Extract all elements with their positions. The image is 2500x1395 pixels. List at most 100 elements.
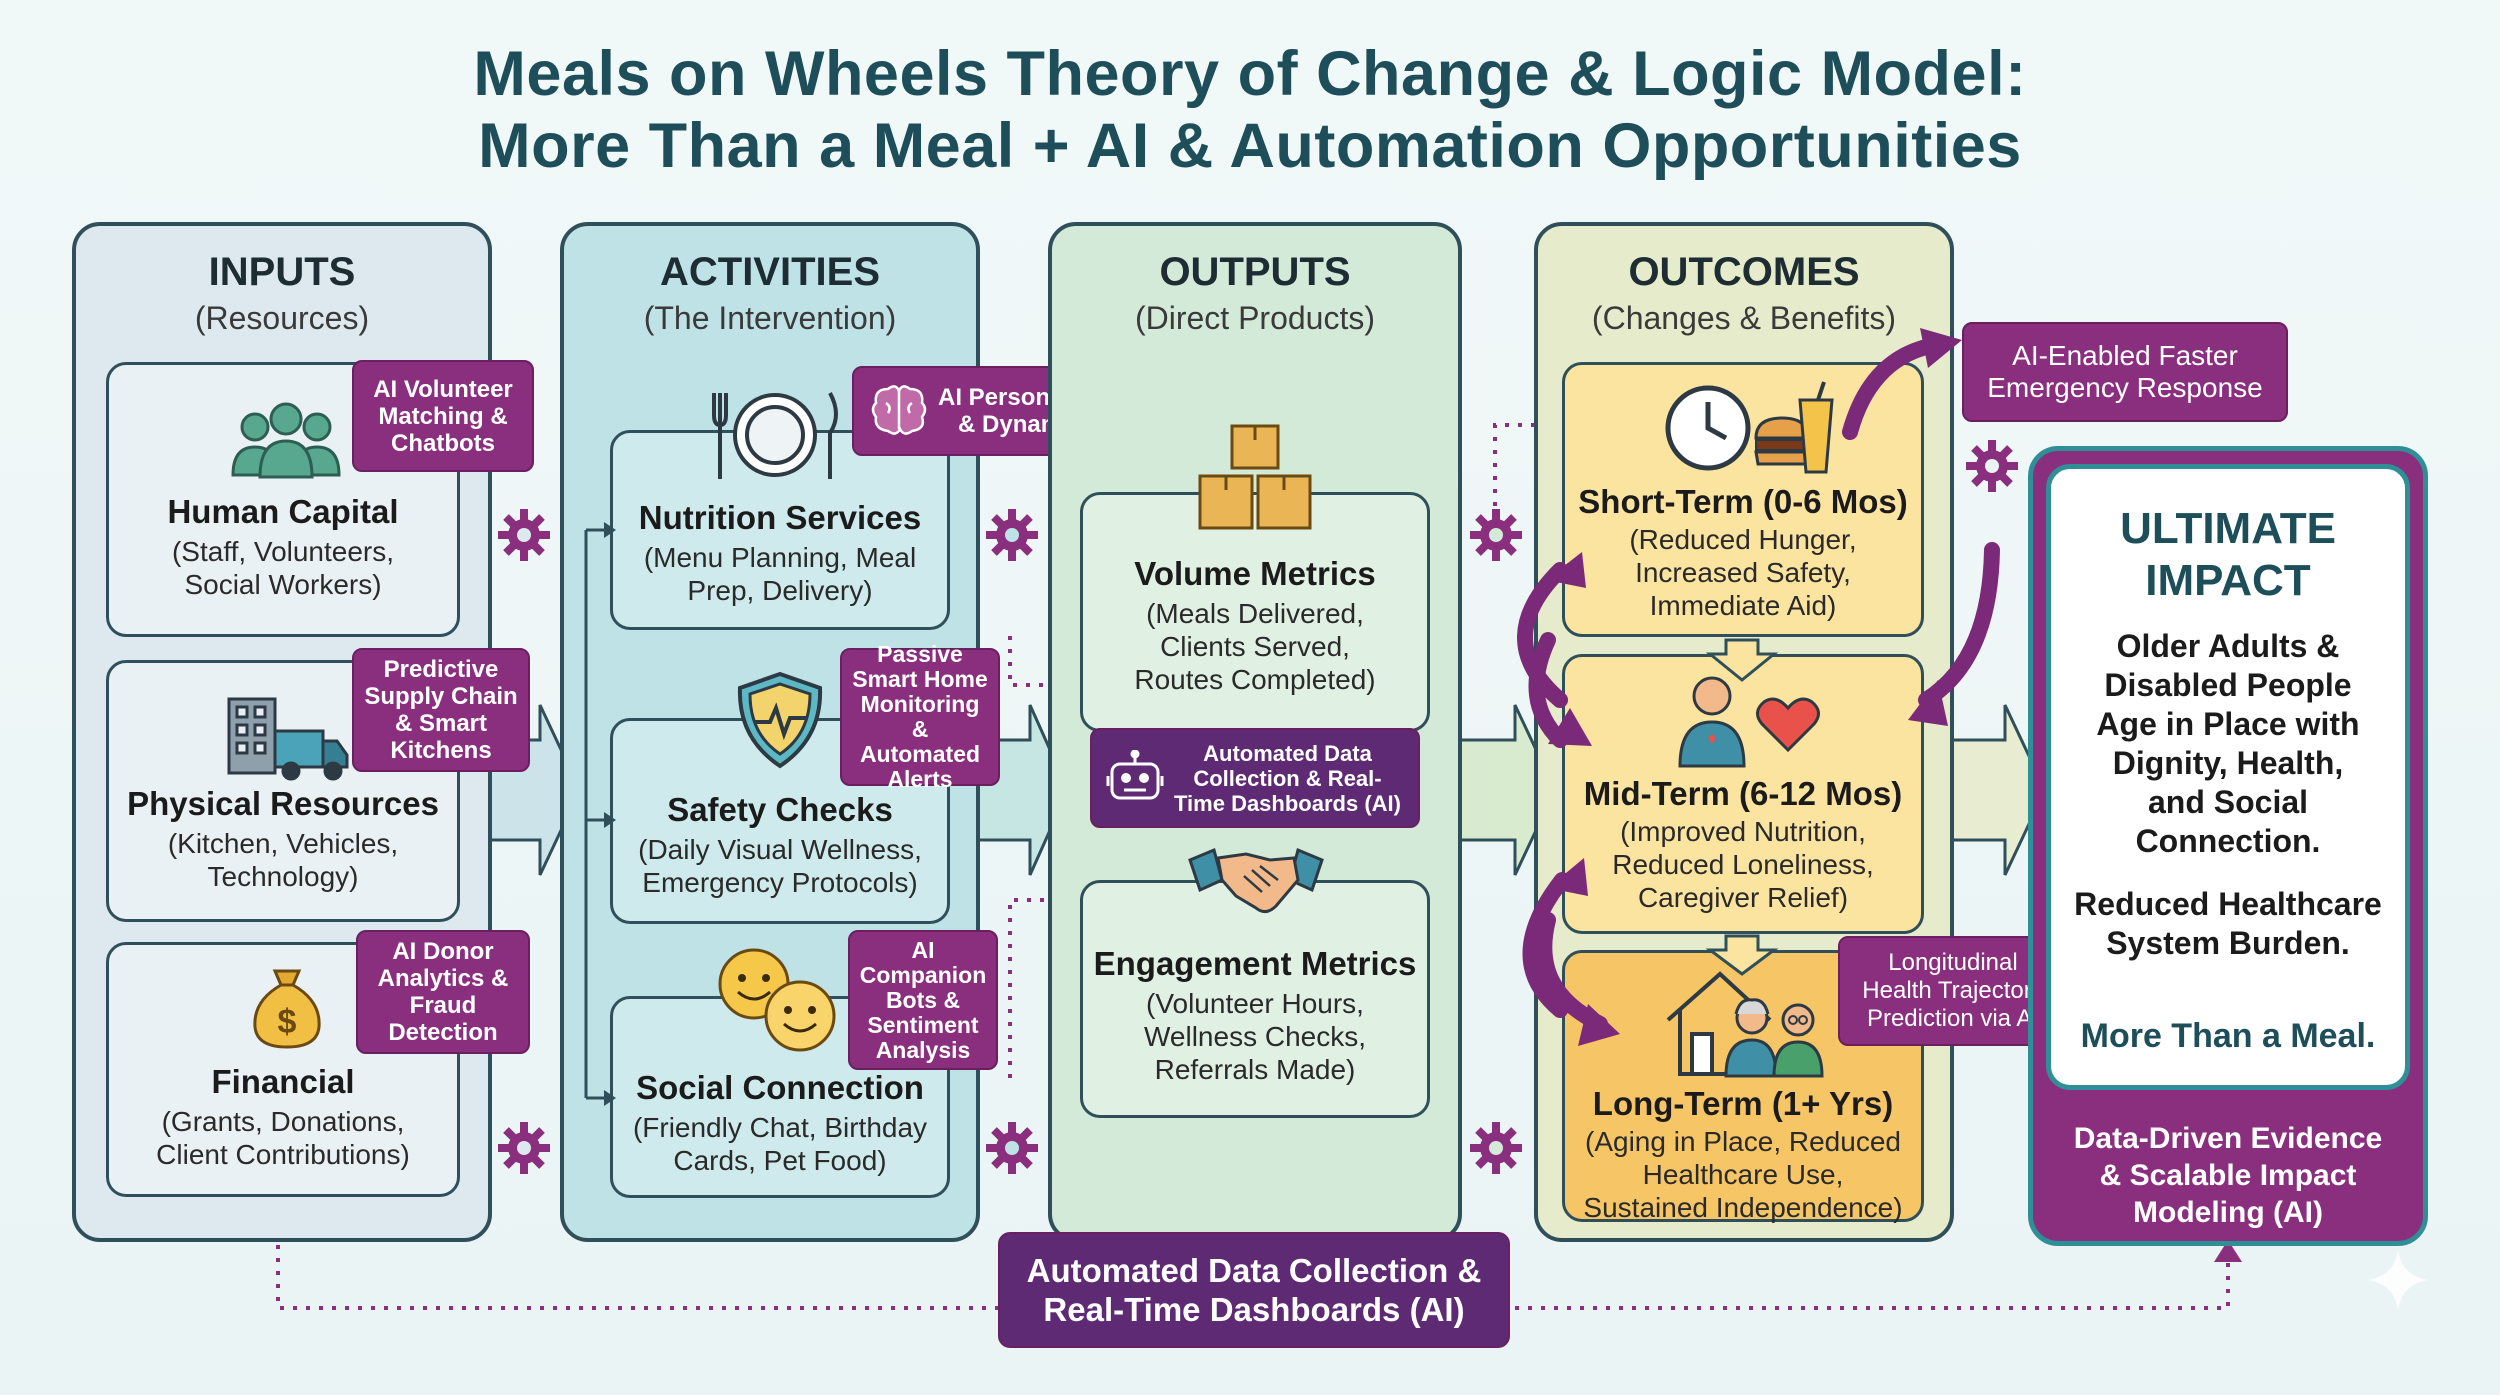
tag-donor-line-4: Detection <box>388 1019 498 1046</box>
short-term-desc-line-1: (Reduced Hunger, <box>1629 524 1857 555</box>
tag-companion-line-1: AI <box>911 936 935 963</box>
bottom-banner-line-2: Real-Time Dashboards (AI) <box>1043 1291 1465 1328</box>
short-term-title: Short-Term (0-6 Mos) <box>1578 483 1908 520</box>
tag-smart-home-line-3: Monitoring & <box>860 691 980 742</box>
social-connection-title: Social Connection <box>636 1069 924 1106</box>
safety-checks-title: Safety Checks <box>667 791 893 828</box>
impact-body-line-2: Disabled People <box>2104 667 2352 703</box>
impact-title: ULTIMATE IMPACT <box>2051 503 2405 607</box>
person-heart-icon <box>1678 676 1820 768</box>
card-engagement-metrics: Engagement Metrics (Volunteer Hours, Wel… <box>1080 880 1430 1118</box>
impact-title-line-2: IMPACT <box>2145 556 2311 605</box>
long-term-desc-line-3: Sustained Independence) <box>1583 1192 1903 1223</box>
outputs-tag-line-1: Automated Data <box>1203 740 1372 766</box>
tag-supply-line-2: Supply Chain <box>364 683 518 710</box>
card-mid-term: Mid-Term (6-12 Mos) (Improved Nutrition,… <box>1562 654 1924 934</box>
engagement-desc-line-1: (Volunteer Hours, <box>1146 988 1364 1019</box>
impact-body-line-1: Older Adults & <box>2116 628 2340 664</box>
tag-donor-line-1: AI Donor <box>392 938 494 965</box>
title-line-2: More Than a Meal + AI & Automation Oppor… <box>478 111 2022 181</box>
building-truck-icon <box>227 697 349 781</box>
mid-term-title: Mid-Term (6-12 Mos) <box>1583 775 1903 812</box>
activities-subtitle: (The Intervention) <box>643 300 897 336</box>
engagement-metrics-desc: (Volunteer Hours, Wellness Checks, Refer… <box>1083 987 1427 1086</box>
tag-donor-line-2: Analytics & <box>377 965 509 992</box>
impact-body-line-6: Connection. <box>2135 823 2321 859</box>
nutrition-desc-line-1: (Menu Planning, Meal <box>643 542 917 573</box>
safety-checks-desc: (Daily Visual Wellness, Emergency Protoc… <box>613 833 947 899</box>
impact-body-line-3: Age in Place with <box>2096 706 2360 742</box>
title-line-1: Meals on Wheels Theory of Change & Logic… <box>473 39 2027 109</box>
boxes-icon <box>1198 424 1312 530</box>
tag-automated-data-outputs: Automated Data Collection & Real- Time D… <box>1090 728 1420 828</box>
tag-supply-line-1: Predictive <box>383 656 499 683</box>
plate-cutlery-icon <box>712 392 838 479</box>
inputs-title: INPUTS <box>208 250 356 294</box>
volume-metrics-desc: (Meals Delivered, Clients Served, Routes… <box>1083 597 1427 696</box>
impact-body2-line-2: System Burden. <box>2106 925 2350 961</box>
clock-food-icon <box>1665 381 1834 474</box>
long-term-title: Long-Term (1+ Yrs) <box>1592 1085 1894 1122</box>
tag-faster-line-1: AI-Enabled Faster <box>2012 340 2238 371</box>
financial-desc-line-2: Client Contributions) <box>156 1139 410 1170</box>
tag-longitudinal-line-3: Prediction via AI <box>1866 1005 2040 1032</box>
tag-smart-home-line-5: Alerts <box>887 766 953 792</box>
card-nutrition-services: Nutrition Services (Menu Planning, Meal … <box>610 430 950 630</box>
tag-ai-volunteer-line-2: Matching & <box>378 402 508 430</box>
mid-term-desc-line-1: (Improved Nutrition, <box>1620 816 1866 847</box>
outcomes-subtitle: (Changes & Benefits) <box>1591 300 1897 336</box>
engagement-desc-line-2: Wellness Checks, <box>1143 1021 1366 1052</box>
physical-resources-title: Physical Resources <box>127 785 439 822</box>
outputs-tag-line-2: Collection & Real- <box>1193 765 1382 791</box>
tag-faster-line-2: Emergency Response <box>1987 372 2263 403</box>
long-term-desc-line-1: (Aging in Place, Reduced <box>1585 1126 1901 1157</box>
impact-footer-line-2: & Scalable Impact <box>2099 1159 2357 1192</box>
tag-ai-companion-bots: AI Companion Bots & Sentiment Analysis <box>848 930 998 1070</box>
outputs-subtitle: (Direct Products) <box>1134 300 1376 336</box>
social-desc-line-1: (Friendly Chat, Birthday <box>632 1112 928 1143</box>
safety-desc-line-2: Emergency Protocols) <box>642 867 918 898</box>
engagement-desc-line-3: Referrals Made) <box>1154 1054 1356 1085</box>
svg-text:$: $ <box>278 1003 297 1041</box>
tag-ai-donor-analytics: AI Donor Analytics & Fraud Detection <box>356 930 530 1054</box>
impact-body-line-4: Dignity, Health, <box>2112 745 2344 781</box>
long-term-desc-line-2: Healthcare Use, <box>1642 1159 1844 1190</box>
tag-predictive-supply-chain: Predictive Supply Chain & Smart Kitchens <box>352 648 530 772</box>
feedback-arrowhead <box>2214 1240 2242 1262</box>
card-volume-metrics: Volume Metrics (Meals Delivered, Clients… <box>1080 492 1430 732</box>
impact-body: Older Adults & Disabled People Age in Pl… <box>2051 627 2405 861</box>
handshake-icon <box>1188 847 1324 913</box>
physical-resources-desc-line-1: (Kitchen, Vehicles, <box>167 828 399 859</box>
outputs-title: OUTPUTS <box>1159 250 1351 294</box>
dotted-from-safety-tag <box>1008 636 1072 687</box>
bottom-banner-automated-data: Automated Data Collection & Real-Time Da… <box>998 1232 1510 1348</box>
physical-resources-desc-line-2: Technology) <box>207 861 359 892</box>
impact-body-line-5: and Social <box>2147 784 2309 820</box>
house-elders-icon <box>1666 971 1824 1078</box>
smiley-faces-icon <box>718 948 836 1052</box>
outcomes-title: OUTCOMES <box>1628 250 1860 294</box>
nutrition-services-desc: (Menu Planning, Meal Prep, Delivery) <box>613 541 947 607</box>
tag-smart-home-line-2: Smart Home <box>852 666 988 692</box>
tag-supply-line-4: Kitchens <box>390 737 492 764</box>
inputs-subtitle: (Resources) <box>194 300 370 336</box>
brain-icon <box>871 385 927 435</box>
volume-desc-line-3: Routes Completed) <box>1134 664 1376 695</box>
impact-footer-line-1: Data-Driven Evidence <box>2073 1122 2383 1155</box>
tag-companion-line-4: Sentiment <box>867 1011 979 1038</box>
nutrition-desc-line-2: Prep, Delivery) <box>687 575 873 606</box>
tag-longitudinal-line-1: Longitudinal <box>1888 949 2018 976</box>
short-term-desc-line-2: Increased Safety, <box>1635 557 1851 588</box>
safety-desc-line-1: (Daily Visual Wellness, <box>638 834 922 865</box>
short-term-desc-line-3: Immediate Aid) <box>1649 590 1837 621</box>
activities-title: ACTIVITIES <box>659 250 881 294</box>
card-long-term: Long-Term (1+ Yrs) (Aging in Place, Redu… <box>1562 950 1924 1223</box>
outputs-tag-line-3: Time Dashboards (AI) <box>1174 790 1401 816</box>
human-capital-desc-line-2: Social Workers) <box>184 569 382 600</box>
human-capital-title: Human Capital <box>167 493 399 530</box>
tag-donor-line-3: Fraud <box>409 992 477 1019</box>
mid-term-desc-line-2: Reduced Loneliness, <box>1612 849 1874 880</box>
social-desc-line-2: Cards, Pet Food) <box>673 1145 887 1176</box>
tag-ai-volunteer-line-1: AI Volunteer <box>373 375 513 403</box>
tag-ai-volunteer-matching: AI Volunteer Matching & Chatbots <box>352 360 534 472</box>
